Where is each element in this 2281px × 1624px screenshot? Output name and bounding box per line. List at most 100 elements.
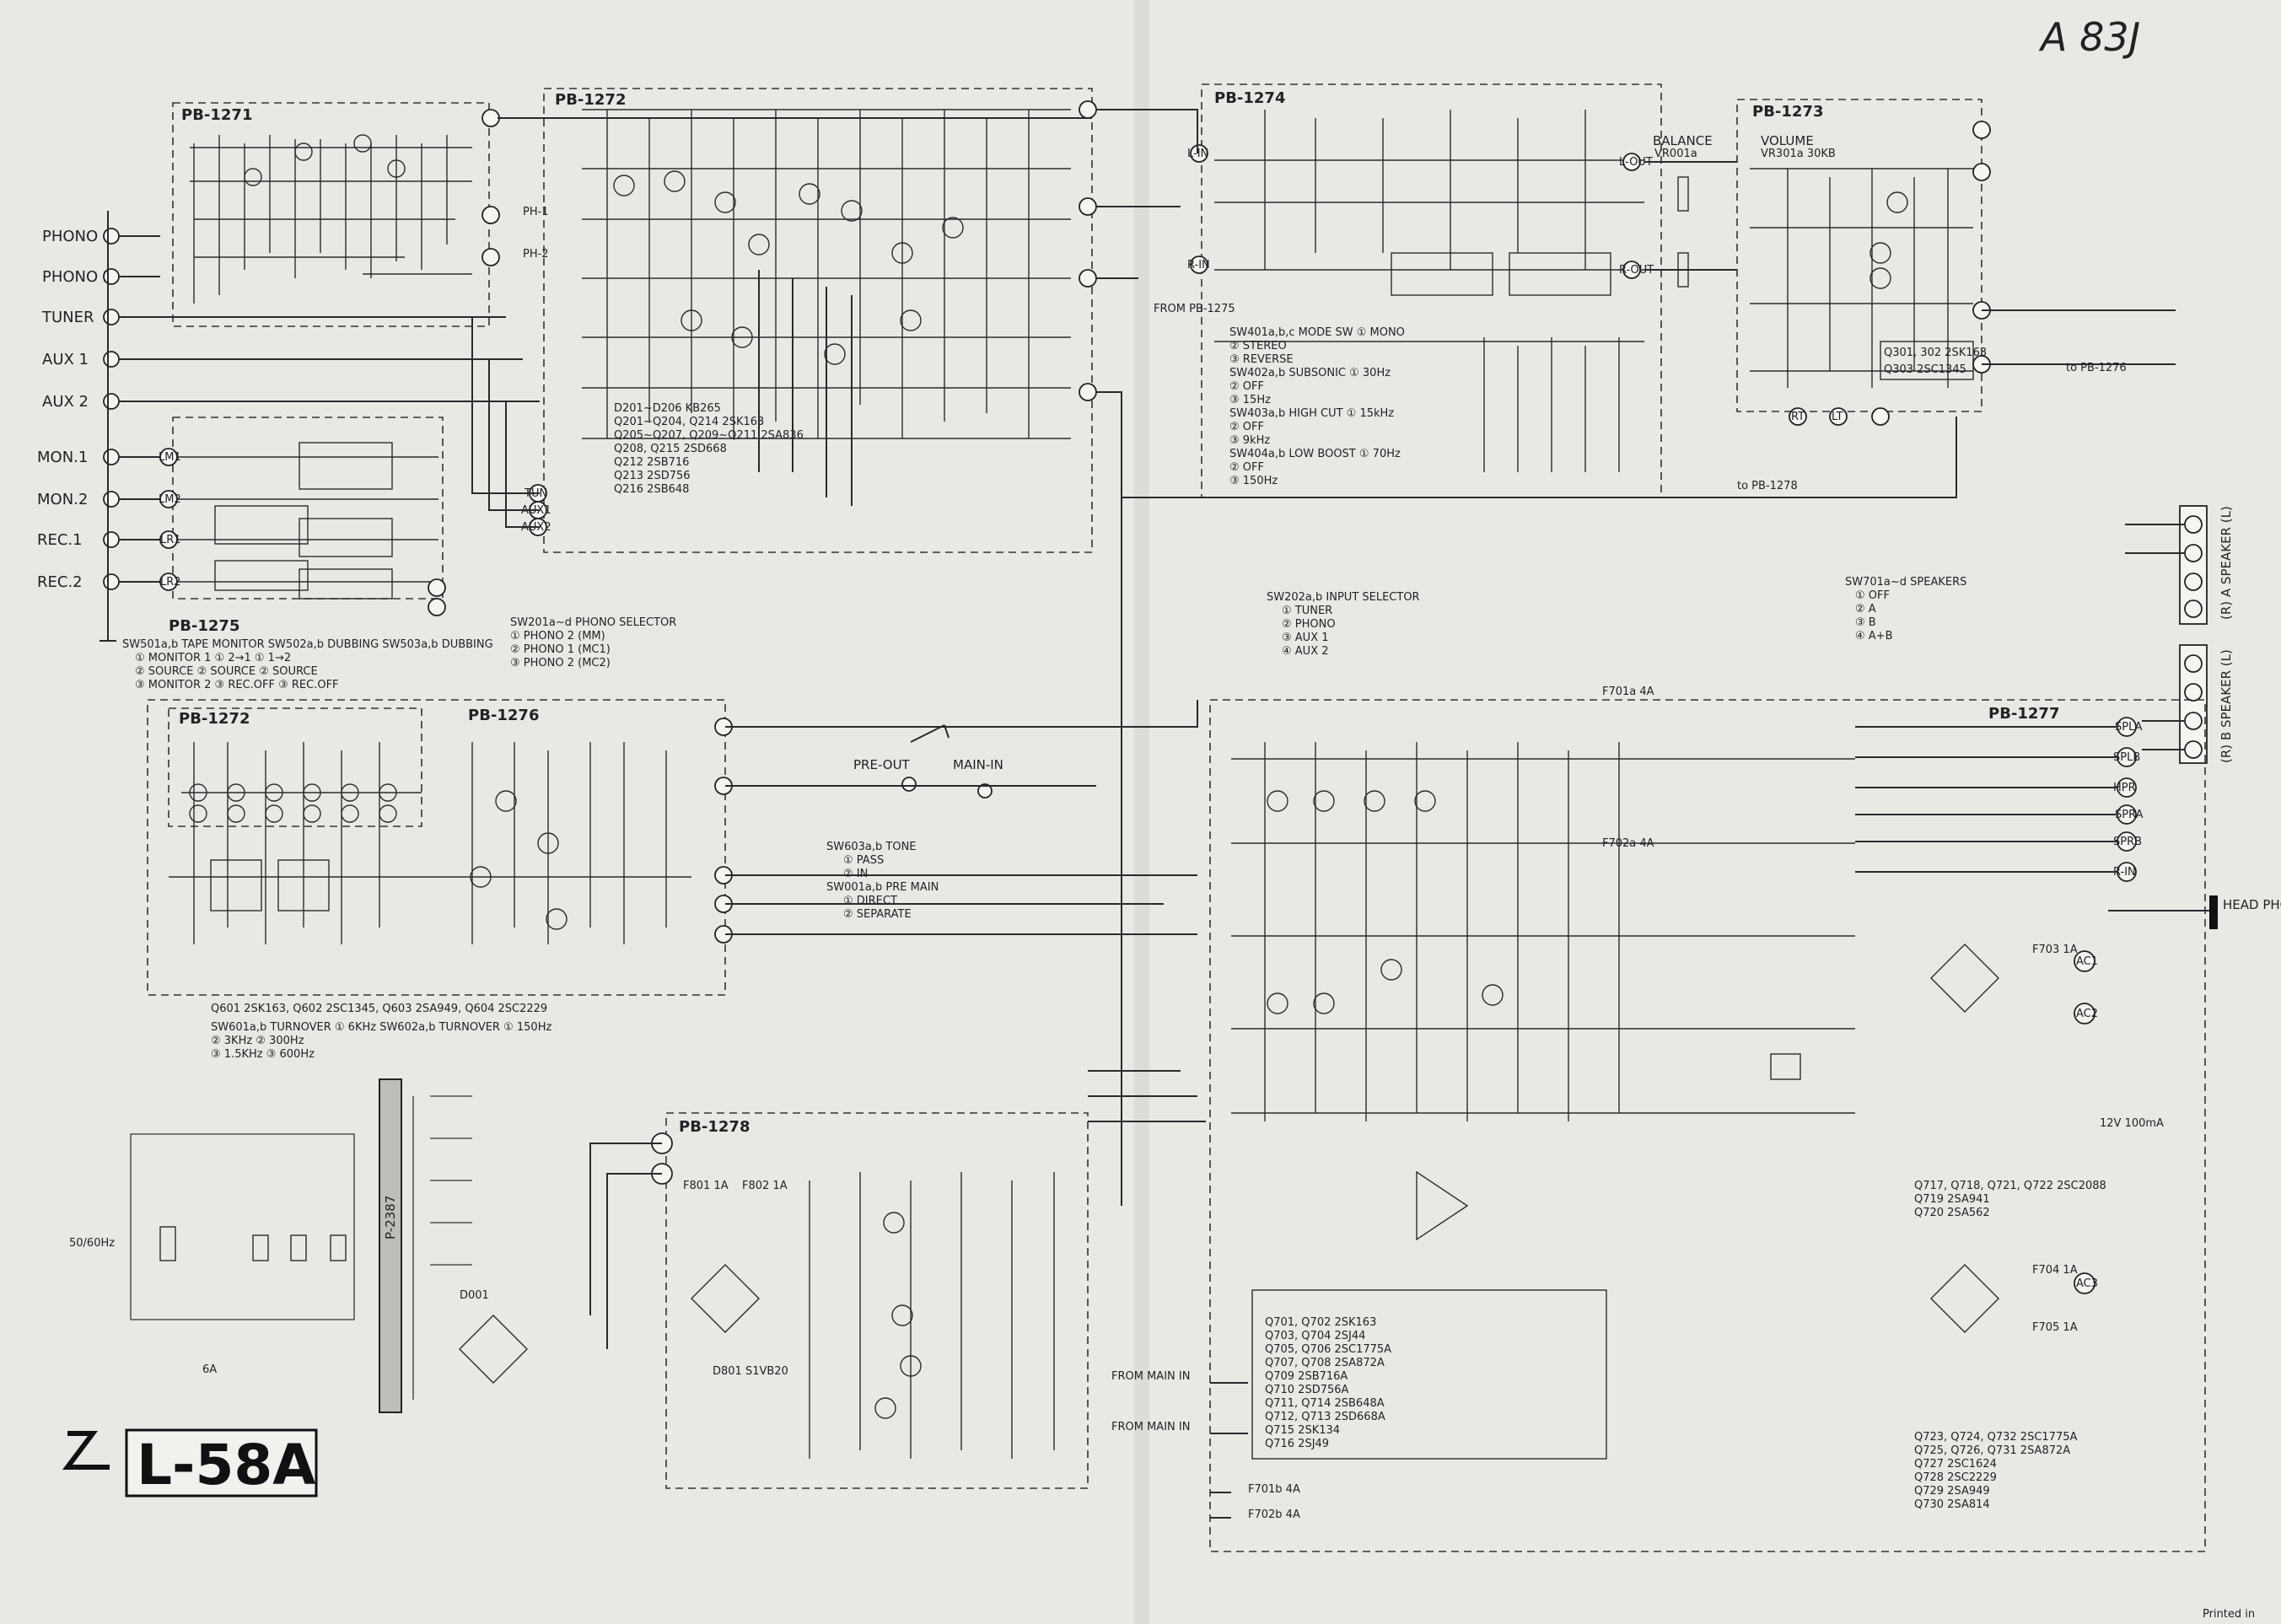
svg-text:Q712, Q713 2SD668A: Q712, Q713 2SD668A bbox=[1265, 1411, 1385, 1423]
svg-text:③ MONITOR 2 ③ REC: ③ MONITOR 2 ③ REC.OFF ③ REC.OFF bbox=[135, 679, 339, 691]
svg-text:① TUNER: ① TUNER bbox=[1282, 605, 1332, 617]
board-pb1275: PB-1275 LM1 LM2 LR1 LR2 bbox=[159, 417, 446, 635]
svg-text:SPLB: SPLB bbox=[2113, 751, 2140, 764]
svg-text:SW401a,b,c MODE SW ① MONO: SW401a,b,c MODE SW ① MONO bbox=[1229, 326, 1405, 339]
svg-text:L-OUT: L-OUT bbox=[1619, 156, 1653, 169]
svg-text:Q303 2SC1345: Q303 2SC1345 bbox=[1884, 363, 1966, 376]
svg-text:② OFF: ② OFF bbox=[1229, 421, 1264, 433]
pb1272-parts-list: D201~D206 KB265 Q201~Q204, Q214 2SK163 Q… bbox=[614, 402, 804, 496]
svg-text:② SOURCE ② SOU: ② SOURCE ② SOURCE ② SOURCE bbox=[135, 665, 318, 678]
svg-text:Q212 2SB716: Q212 2SB716 bbox=[614, 456, 689, 469]
svg-text:F705 1A: F705 1A bbox=[2032, 1321, 2078, 1334]
board-pb1277: PB-1277 Q701, Q702 2SK163 Q703, Q704 2SJ… bbox=[1111, 686, 2206, 1552]
input-jack-column: PHONO 1 PHONO 2 TUNER AUX 1 AUX 2 MON.1 … bbox=[37, 211, 540, 642]
svg-text:D201~D206 KB265: D201~D206 KB265 bbox=[614, 402, 721, 415]
svg-text:① OFF: ① OFF bbox=[1855, 589, 1890, 602]
svg-text:LT: LT bbox=[1832, 411, 1843, 423]
svg-text:Q703, Q704 2SJ44: Q703, Q704 2SJ44 bbox=[1265, 1330, 1365, 1342]
svg-text:Q707, Q708 2SA872A: Q707, Q708 2SA872A bbox=[1265, 1357, 1385, 1369]
svg-text:F704 1A: F704 1A bbox=[2032, 1264, 2078, 1277]
svg-text:LM2: LM2 bbox=[159, 493, 181, 506]
headphone-label: HEAD PHONE bbox=[2223, 897, 2281, 912]
svg-text:R-IN: R-IN bbox=[1187, 259, 1210, 272]
svg-text:AC3: AC3 bbox=[2076, 1277, 2098, 1290]
jack-label-mon2: MON.2 bbox=[37, 491, 88, 508]
svg-text:Q601 2SK163, Q602 2SC1345,: Q601 2SK163, Q602 2SC1345, Q603 2SA949, … bbox=[211, 1003, 547, 1015]
speaker-terminals: (R) A SPEAKER (L) (R) B SPEAKER (L) HEAD… bbox=[2179, 505, 2281, 929]
svg-text:L-IN: L-IN bbox=[1187, 148, 1208, 160]
svg-text:Q709 2SB716A: Q709 2SB716A bbox=[1265, 1370, 1348, 1383]
svg-text:Q711, Q714 2SB648A: Q711, Q714 2SB648A bbox=[1265, 1397, 1385, 1410]
svg-text:① PASS: ① PASS bbox=[843, 854, 884, 867]
svg-text:SW701a~d SPEAKERS: SW701a~d SPEAKERS bbox=[1845, 576, 1966, 589]
power-input-section: 50/60Hz 6A P-2387 D001 bbox=[69, 1078, 528, 1413]
svg-text:HPR: HPR bbox=[2113, 782, 2136, 794]
svg-text:SW404a,b LOW BOOST ① 70Hz: SW404a,b LOW BOOST ① 70Hz bbox=[1229, 448, 1401, 460]
svg-text:RT: RT bbox=[1791, 411, 1805, 423]
node-ph2: PH-2 bbox=[523, 248, 549, 261]
jack-label-aux1: AUX 1 bbox=[42, 351, 89, 368]
jack-label-mon1: MON.1 bbox=[37, 449, 88, 466]
svg-text:AC1: AC1 bbox=[2076, 955, 2098, 968]
svg-text:Q719 2SA941: Q719 2SA941 bbox=[1914, 1193, 1990, 1206]
svg-text:Q710 2SD756A: Q710 2SD756A bbox=[1265, 1384, 1349, 1396]
phono-selector-legend: SW201a~d PHONO SELECTOR ① PHONO 2 (MM) ②… bbox=[510, 616, 676, 669]
pre-out-label: PRE-OUT bbox=[853, 757, 911, 772]
svg-text:SW601a,b TURNOVER ① 6KHz: SW601a,b TURNOVER ① 6KHz SW602a,b TURNOV… bbox=[211, 1021, 551, 1034]
svg-text:SPLA: SPLA bbox=[2115, 721, 2143, 734]
svg-text:F702b 4A: F702b 4A bbox=[1248, 1508, 1300, 1521]
svg-text:VOLUME: VOLUME bbox=[1761, 133, 1814, 148]
svg-text:VR301a 30KB: VR301a 30KB bbox=[1761, 148, 1836, 160]
svg-text:Q717, Q718, Q721, Q722 2SC208: Q717, Q718, Q721, Q722 2SC2088 bbox=[1914, 1180, 2106, 1192]
svg-text:F703 1A: F703 1A bbox=[2032, 944, 2078, 956]
svg-text:④ AUX 2: ④ AUX 2 bbox=[1282, 645, 1329, 658]
svg-text:6A: 6A bbox=[202, 1363, 217, 1376]
board-pb1272-tone: PB-1272 bbox=[168, 707, 422, 944]
power-amp-parts-list: Q701, Q702 2SK163 Q703, Q704 2SJ44 Q705,… bbox=[1265, 1316, 1391, 1450]
svg-text:Q701, Q702 2SK163: Q701, Q702 2SK163 bbox=[1265, 1316, 1376, 1329]
a-speaker-label: (R) A SPEAKER (L) bbox=[2219, 506, 2234, 620]
tape-monitor-legend: SW501a,b TAPE MONITOR SW502a,b DUBBING S… bbox=[122, 638, 493, 691]
svg-text:F802 1A: F802 1A bbox=[742, 1180, 788, 1192]
from-main-in-2: FROM MAIN IN bbox=[1111, 1421, 1190, 1433]
svg-text:② 3KHz: ② 3KHz ② 300Hz bbox=[211, 1035, 304, 1047]
speakers-legend: SW701a~d SPEAKERS ① OFF ② A ③ B ④ A+B bbox=[1845, 576, 1966, 643]
svg-text:PB-1273: PB-1273 bbox=[1752, 103, 1823, 121]
board-label-pb1275: PB-1275 bbox=[169, 617, 239, 635]
svg-text:Q729 2SA949: Q729 2SA949 bbox=[1914, 1485, 1990, 1498]
node-ph1: PH-1 bbox=[523, 206, 549, 218]
svg-text:① PHONO 2 (MM): ① PHONO 2 (MM) bbox=[510, 630, 605, 643]
svg-text:PB-1272: PB-1272 bbox=[179, 710, 250, 728]
jack-label-tuner: TUNER bbox=[41, 309, 94, 326]
svg-text:② PHONO: ② PHONO bbox=[1282, 618, 1336, 631]
svg-text:③ PHONO 2 (MC2): ③ PHONO 2 (MC2) bbox=[510, 657, 611, 669]
svg-text:PB-1274: PB-1274 bbox=[1214, 89, 1285, 107]
svg-text:VR001a: VR001a bbox=[1654, 148, 1697, 160]
svg-text:Q201~Q204, Q214 2SK163: Q201~Q204, Q214 2SK163 bbox=[614, 416, 764, 428]
jack-label-phono1: PHONO 1 bbox=[42, 228, 112, 245]
svg-text:F701a 4A: F701a 4A bbox=[1602, 686, 1654, 698]
svg-text:③ 9kHz: ③ 9kHz bbox=[1229, 434, 1270, 447]
svg-text:LR1: LR1 bbox=[160, 534, 181, 546]
svg-text:② A: ② A bbox=[1855, 603, 1876, 616]
jack-label-phono2: PHONO 2 bbox=[42, 268, 112, 286]
svg-text:① MONITOR 1 ① 2→1: ① MONITOR 1 ① 2→1 ① 1→2 bbox=[135, 652, 291, 664]
svg-text:AC2: AC2 bbox=[2076, 1008, 2098, 1020]
mode-switch-legend: SW401a,b,c MODE SW ① MONO ② STEREO ③ REV… bbox=[1229, 326, 1405, 487]
svg-text:② STEREO: ② STEREO bbox=[1229, 340, 1287, 352]
svg-text:Q725, Q726, Q731 2SA872A: Q725, Q726, Q731 2SA872A bbox=[1914, 1444, 2070, 1457]
pre-main-switch: PRE-OUT MAIN-IN bbox=[853, 724, 1003, 799]
board-pb1276: PB-1276 bbox=[147, 699, 733, 996]
svg-text:PB-1277: PB-1277 bbox=[1988, 705, 2059, 723]
svg-text:R-IN: R-IN bbox=[2113, 866, 2136, 879]
from-pb1275-label: FROM PB-1275 bbox=[1154, 303, 1235, 315]
svg-text:F701b 4A: F701b 4A bbox=[1248, 1483, 1300, 1496]
svg-text:Q716 2SJ49: Q716 2SJ49 bbox=[1265, 1438, 1329, 1450]
svg-text:LR2: LR2 bbox=[160, 576, 181, 589]
brand-logo-icon bbox=[62, 1431, 110, 1470]
svg-text:PB-1278: PB-1278 bbox=[679, 1118, 750, 1136]
mains-label: 50/60Hz bbox=[69, 1237, 115, 1250]
board-pb1273: PB-1273 VOLUME VR301a 30KB Q301, 302 2SK… bbox=[1736, 99, 2127, 492]
svg-text:Q727 2SC1624: Q727 2SC1624 bbox=[1914, 1458, 1997, 1471]
